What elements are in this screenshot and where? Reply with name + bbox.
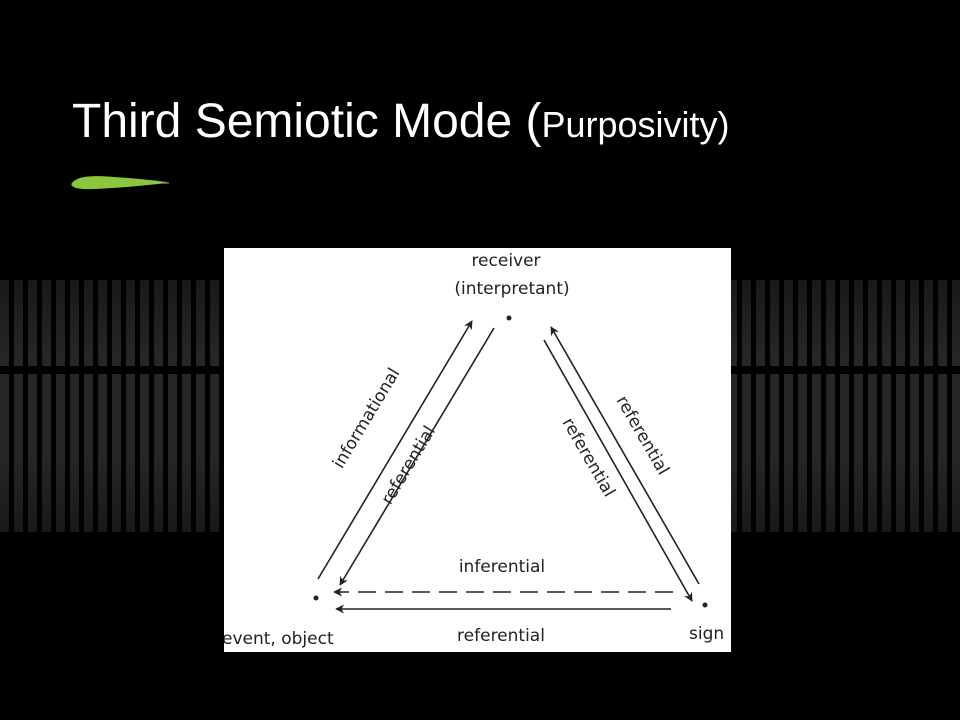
informational-label: informational (329, 365, 404, 472)
referential-label-bottom: referential (457, 626, 545, 646)
semiotic-triangle: receiver (interpretant) event, object si… (224, 251, 724, 649)
sign-node (702, 602, 708, 608)
sign-label: sign (689, 624, 724, 644)
referential-arrow-left (339, 327, 495, 586)
semiotic-diagram: receiver (interpretant) event, object si… (224, 248, 731, 652)
informational-arrow (317, 320, 473, 580)
event-label: event, object (224, 629, 334, 649)
accent-brush-icon (71, 176, 169, 190)
title-main: Third Semiotic Mode ( (72, 95, 542, 148)
receiver-sublabel: (interpretant) (454, 279, 569, 299)
referential-label-left: referential (378, 423, 440, 509)
inferential-label: inferential (459, 557, 545, 577)
referential-label-right-outer: referential (612, 392, 673, 478)
receiver-node (506, 315, 512, 321)
event-node (313, 595, 319, 601)
receiver-label: receiver (471, 251, 540, 271)
referential-arrow-right-inner (543, 339, 693, 602)
title-subtitle: Purposivity (541, 104, 718, 145)
slide-title: Third Semiotic Mode (Purposivity) (72, 92, 730, 155)
title-close-paren: ) (717, 104, 730, 145)
referential-arrow-right-outer (550, 326, 700, 585)
